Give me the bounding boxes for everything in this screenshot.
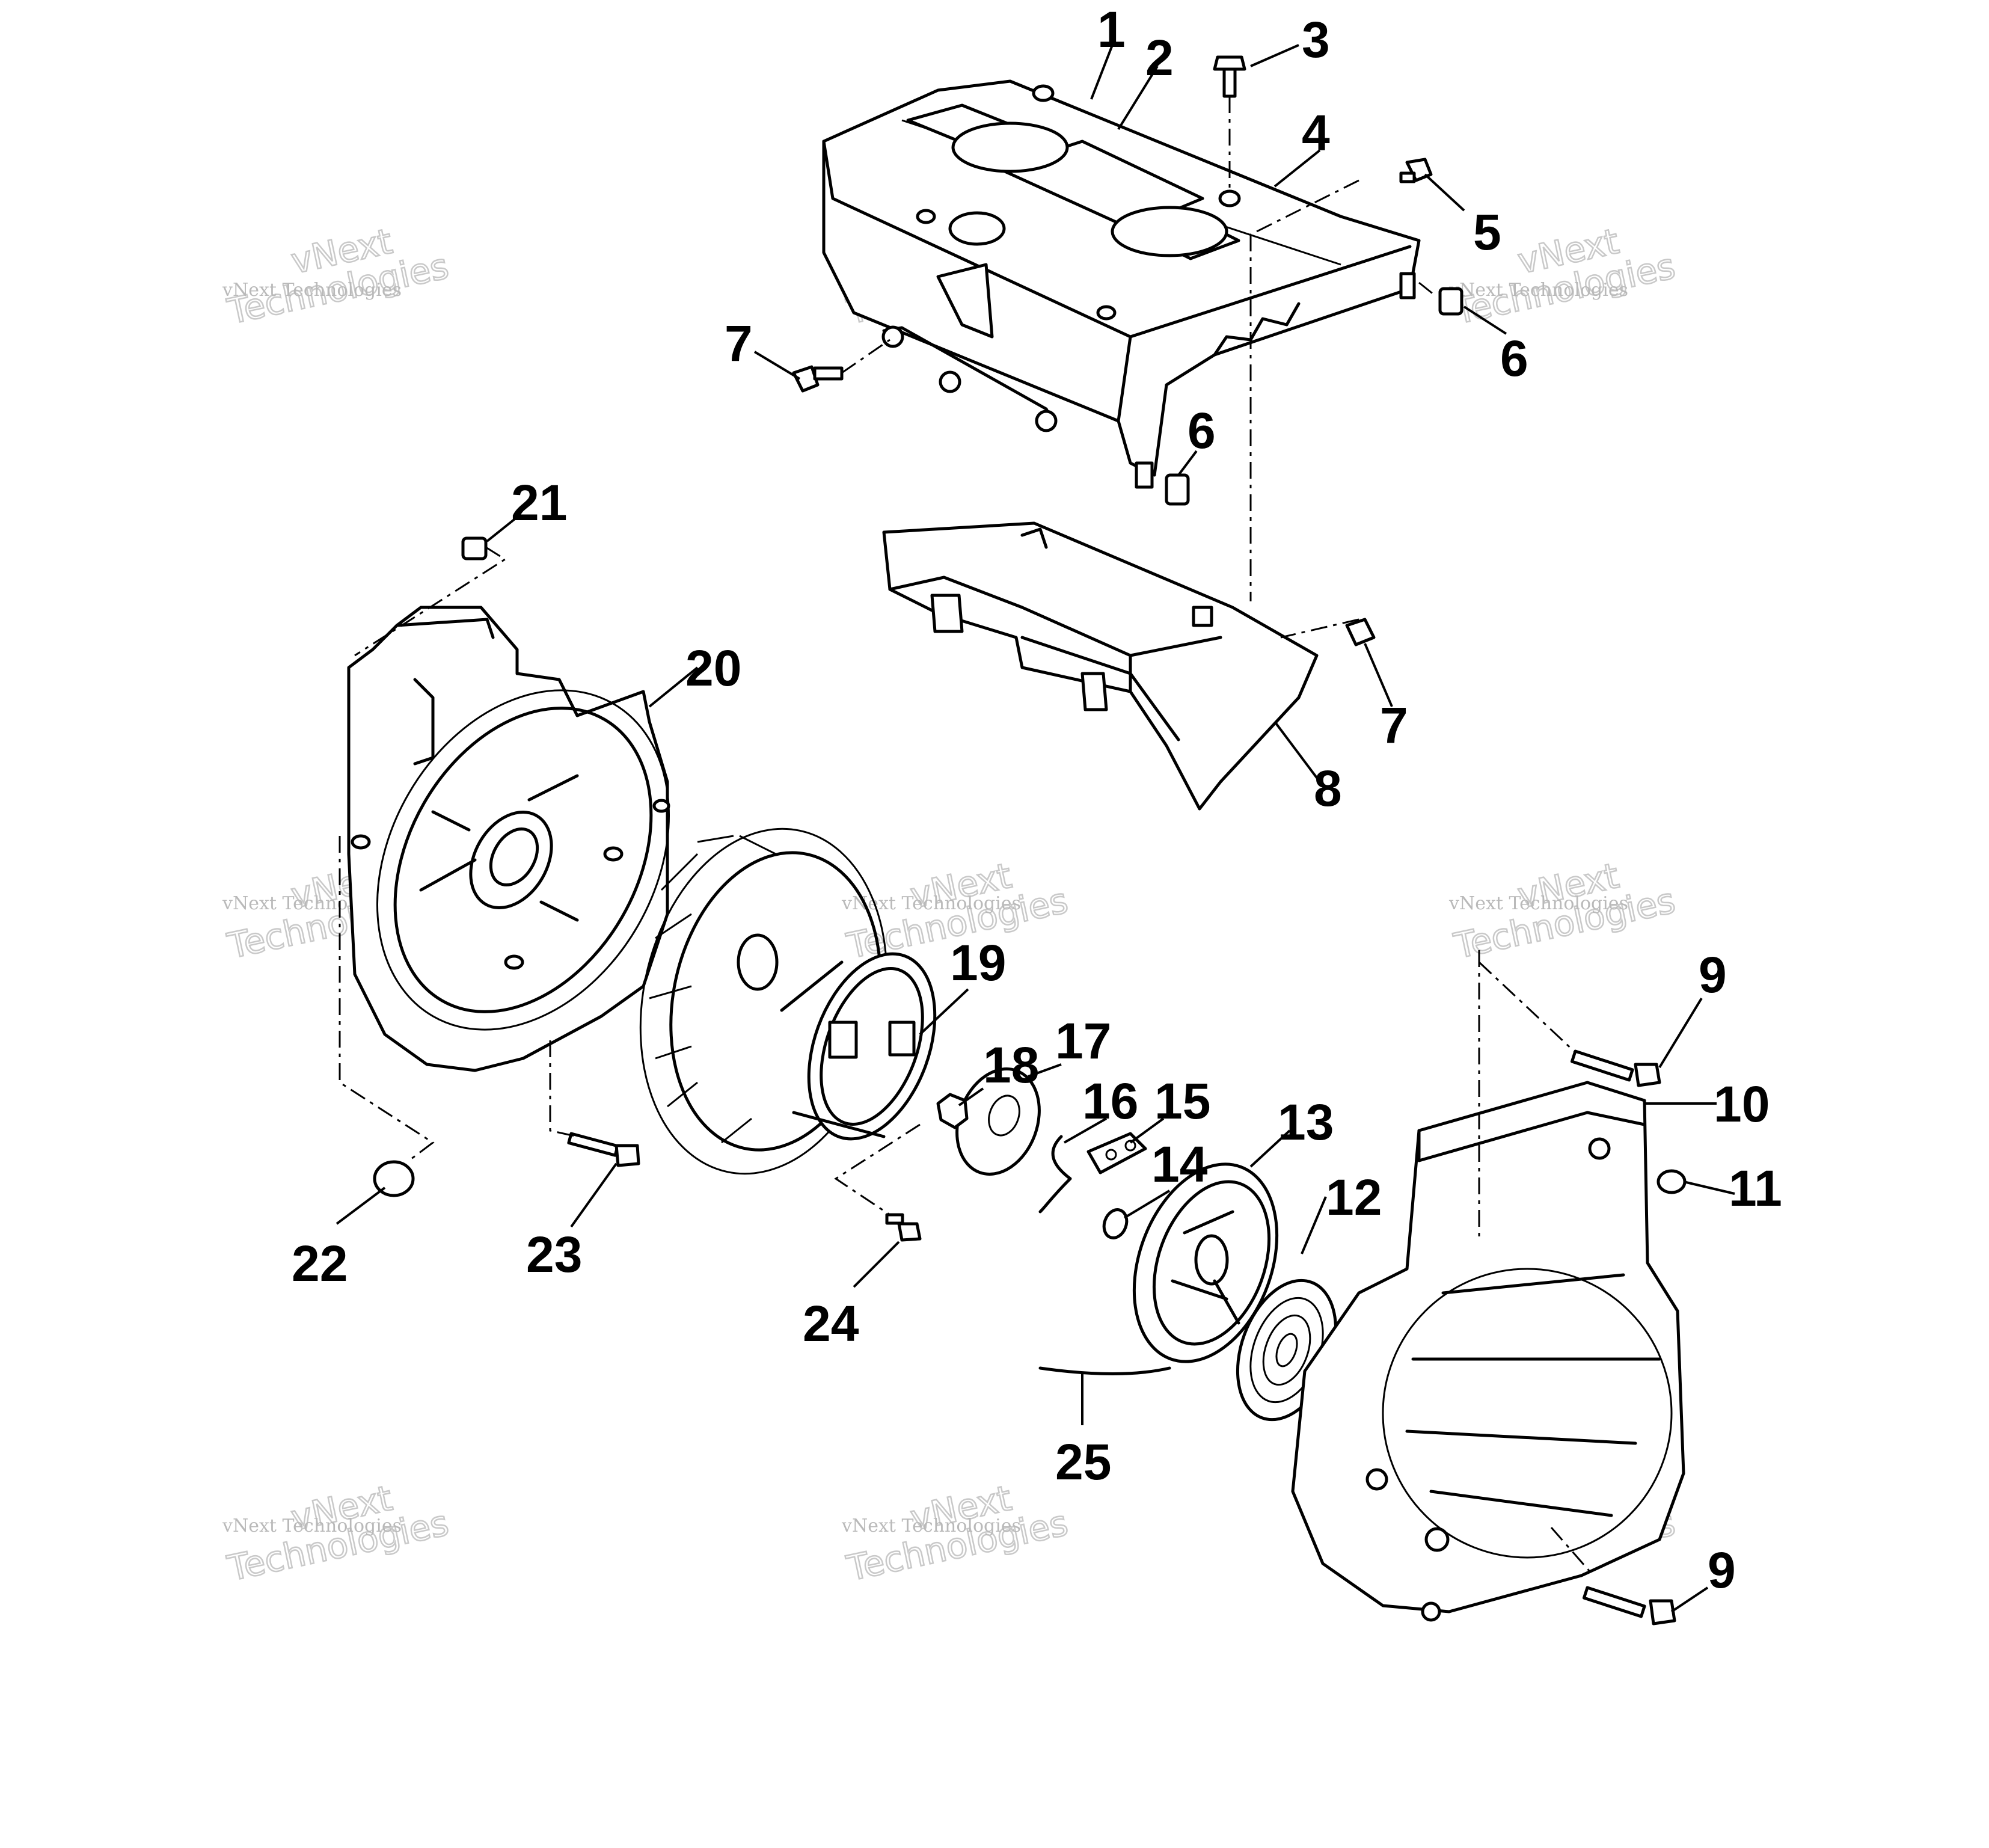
- callout-15: 15: [1154, 1073, 1210, 1129]
- part-14-ring: [1102, 1208, 1129, 1239]
- callout-5: 5: [1473, 204, 1501, 260]
- callout-6-upper: 6: [1500, 330, 1528, 387]
- part-11-plug: [1656, 1169, 1687, 1194]
- callout-2: 2: [1145, 29, 1174, 86]
- part-6-clip-upper: [1438, 287, 1463, 316]
- callout-4: 4: [1302, 105, 1330, 161]
- part-25-rope: [1038, 1366, 1171, 1375]
- part-10-housing: [1291, 1081, 1685, 1622]
- assembly-lines: [339, 96, 1595, 1576]
- leader-lines: [336, 44, 1735, 1613]
- watermark: Technologies vNext: [223, 220, 453, 333]
- part-23-bolt: [567, 1132, 640, 1167]
- callout-23: 23: [526, 1226, 582, 1283]
- callout-11: 11: [1729, 1160, 1782, 1217]
- part-18-nut: [936, 1093, 969, 1129]
- part-5-bolt: [1399, 158, 1433, 183]
- part-19-cup: [780, 952, 937, 1141]
- callout-labels: 1 2 3 4 5 6 6 7 7 8 9 9 10 11 12 13 14 1…: [292, 1, 1782, 1598]
- watermark-text: vNext Technologies: [1448, 280, 1628, 301]
- part-21-dowel: [461, 536, 488, 560]
- callout-16: 16: [1082, 1073, 1138, 1129]
- part-7-bolt-lower: [1345, 618, 1376, 646]
- callout-9-upper: 9: [1699, 947, 1727, 1003]
- callout-17: 17: [1055, 1013, 1111, 1069]
- callout-25: 25: [1055, 1434, 1111, 1490]
- callout-7-lower: 7: [1380, 697, 1408, 754]
- watermark-text: vNext Technologies: [1448, 893, 1628, 914]
- callout-14: 14: [1151, 1136, 1208, 1193]
- callout-7-upper: 7: [725, 315, 753, 372]
- part-lower-shroud: [882, 521, 1319, 811]
- part-6-clip-lower: [1165, 473, 1190, 506]
- watermark-text: vNext Technologies: [841, 1515, 1021, 1536]
- callout-6-lower: 6: [1188, 402, 1216, 459]
- callout-21: 21: [511, 474, 567, 531]
- callout-22: 22: [292, 1235, 348, 1292]
- part-16-spring-clip: [1038, 1135, 1072, 1214]
- callout-13: 13: [1278, 1094, 1334, 1150]
- callout-24: 24: [803, 1295, 859, 1352]
- watermark-text: vNext Technologies: [222, 1515, 402, 1536]
- callout-20: 20: [685, 640, 741, 696]
- part-7-bolt-upper: [792, 365, 844, 393]
- part-upper-shroud: [822, 79, 1421, 489]
- part-9-bolt-lower: [1582, 1586, 1676, 1625]
- callout-10: 10: [1714, 1076, 1770, 1132]
- part-13-pulley: [1132, 1162, 1279, 1363]
- callout-1: 1: [1097, 1, 1126, 58]
- part-back-plate: [347, 606, 670, 1072]
- watermark-text: vNext Technologies: [222, 280, 402, 301]
- part-24-bolt: [885, 1213, 922, 1242]
- callout-3: 3: [1302, 11, 1330, 68]
- callout-18: 18: [983, 1037, 1039, 1093]
- part-3-bolt: [1213, 55, 1246, 98]
- part-9-bolt-upper: [1570, 1049, 1661, 1087]
- callout-12: 12: [1326, 1169, 1382, 1226]
- callout-9-lower: 9: [1708, 1542, 1736, 1598]
- callout-8: 8: [1314, 760, 1342, 817]
- part-15-pawl: [1086, 1132, 1147, 1174]
- callout-19: 19: [950, 935, 1006, 991]
